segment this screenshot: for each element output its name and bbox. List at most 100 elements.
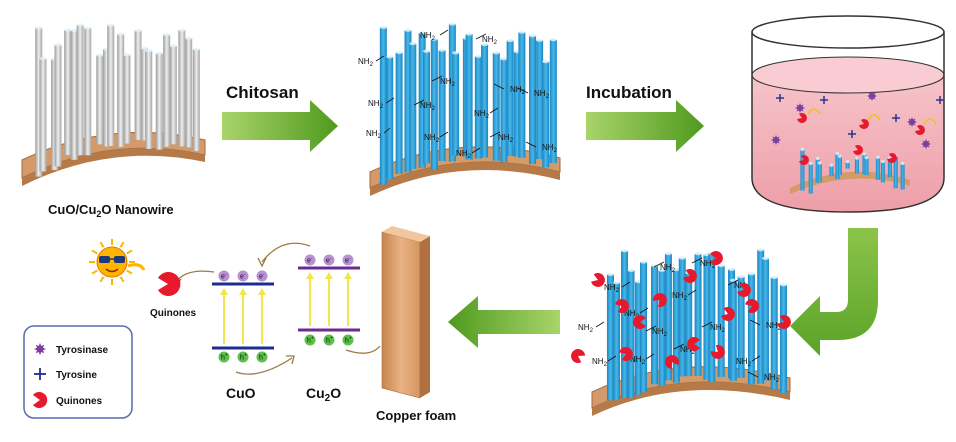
nh2-label: NH2 xyxy=(420,31,436,42)
nanowire xyxy=(96,55,104,145)
nanowire xyxy=(155,53,163,150)
nanowire xyxy=(536,40,544,160)
nanowire xyxy=(117,34,125,147)
nanowire xyxy=(651,265,659,385)
quinone-legend-icon xyxy=(33,392,48,408)
nh2-label: NH2 xyxy=(680,345,696,356)
nanowire xyxy=(678,258,686,377)
nanowire xyxy=(800,149,805,191)
quinone xyxy=(652,293,667,308)
nanowire xyxy=(409,43,417,169)
svg-text:e-: e- xyxy=(221,272,227,281)
nanowire xyxy=(542,61,550,168)
cu2o-label: Cu2O xyxy=(306,385,341,404)
quinone xyxy=(777,314,791,329)
nanowire xyxy=(474,56,482,159)
svg-text:e-: e- xyxy=(326,256,332,265)
nh2-label: NH2 xyxy=(592,357,608,368)
quinone-icon xyxy=(158,272,181,296)
nh2-label: NH2 xyxy=(440,77,456,88)
nanowire xyxy=(549,39,557,163)
nanowire xyxy=(76,24,84,156)
legend: Tyrosinase Tyrosine Quinones xyxy=(23,325,133,419)
quinone xyxy=(665,355,679,370)
quinone xyxy=(633,315,646,329)
nanowire xyxy=(621,250,629,398)
svg-text:h+: h+ xyxy=(345,336,352,345)
copper-foam-label: Copper foam xyxy=(376,408,456,423)
nh2-label: NH2 xyxy=(542,143,558,154)
nh2-label: NH2 xyxy=(578,323,594,334)
nanowire xyxy=(757,249,765,384)
svg-text:e-: e- xyxy=(259,272,265,281)
nh2-label: NH2 xyxy=(700,259,716,270)
nanowire xyxy=(658,270,666,386)
nanowire xyxy=(513,51,521,157)
nanowire xyxy=(134,30,142,140)
nanowire xyxy=(779,284,787,393)
nanowire xyxy=(862,154,867,175)
band-diagram: e-e-e-h+h+h+e-e-e-h+h+h+ xyxy=(171,242,381,375)
nanowire xyxy=(887,158,892,178)
legend-tyrosine: Tyrosine xyxy=(56,370,97,381)
nanowire xyxy=(500,58,508,163)
nanowire xyxy=(481,44,489,158)
nanowire xyxy=(70,30,78,160)
nanowire xyxy=(845,161,850,169)
nanowire xyxy=(422,51,430,164)
nanowire xyxy=(829,165,834,177)
quinone xyxy=(615,299,629,314)
legend-quinones: Quinones xyxy=(56,396,103,407)
nanowire-label: CuO/Cu2O Nanowire xyxy=(48,202,174,219)
nh2-label: NH2 xyxy=(672,291,688,302)
quinone xyxy=(619,347,633,362)
arrow-left xyxy=(448,296,560,348)
nanowire xyxy=(708,253,716,383)
quinone xyxy=(915,124,925,135)
nanowire xyxy=(518,32,526,158)
arrow-incubation xyxy=(586,100,704,152)
svg-text:e-: e- xyxy=(345,256,351,265)
quinones-product-label: Quinones xyxy=(150,308,197,319)
nanowire xyxy=(606,274,614,401)
cuo-label: CuO xyxy=(226,385,256,401)
hole xyxy=(218,351,230,363)
hole xyxy=(323,334,335,346)
nanowire xyxy=(854,158,859,174)
svg-text:h+: h+ xyxy=(307,336,314,345)
nanowire xyxy=(635,281,643,395)
tyrosinase xyxy=(907,117,917,127)
quinone xyxy=(571,349,586,363)
nanowire xyxy=(864,157,869,176)
nanowire xyxy=(178,30,186,147)
nh2-label: NH2 xyxy=(652,327,668,338)
electron xyxy=(237,270,249,282)
nanowire xyxy=(747,273,755,385)
legend-tyrosinase: Tyrosinase xyxy=(56,345,108,356)
incubation-label: Incubation xyxy=(586,83,672,102)
nanowire xyxy=(612,282,620,401)
nanowire xyxy=(192,49,200,152)
tyrosinase xyxy=(34,343,46,355)
nh2-label: NH2 xyxy=(736,357,752,368)
nanowire xyxy=(770,277,778,389)
nh2-label: NH2 xyxy=(456,149,472,160)
svg-text:h+: h+ xyxy=(221,353,228,362)
hole xyxy=(342,334,354,346)
tyrosine-icon xyxy=(34,368,46,380)
nanowire xyxy=(404,30,412,173)
svg-text:h+: h+ xyxy=(240,353,247,362)
nanowire xyxy=(506,40,514,156)
sun-icon xyxy=(89,239,146,285)
nh2-label: NH2 xyxy=(660,263,676,274)
nanowire xyxy=(465,34,473,160)
nh2-label: NH2 xyxy=(474,109,490,120)
nanowire xyxy=(893,156,898,189)
nanowire xyxy=(169,45,177,145)
electron xyxy=(218,270,230,282)
nanowire xyxy=(808,163,813,194)
quinone xyxy=(797,112,807,123)
nanowire xyxy=(900,163,905,190)
